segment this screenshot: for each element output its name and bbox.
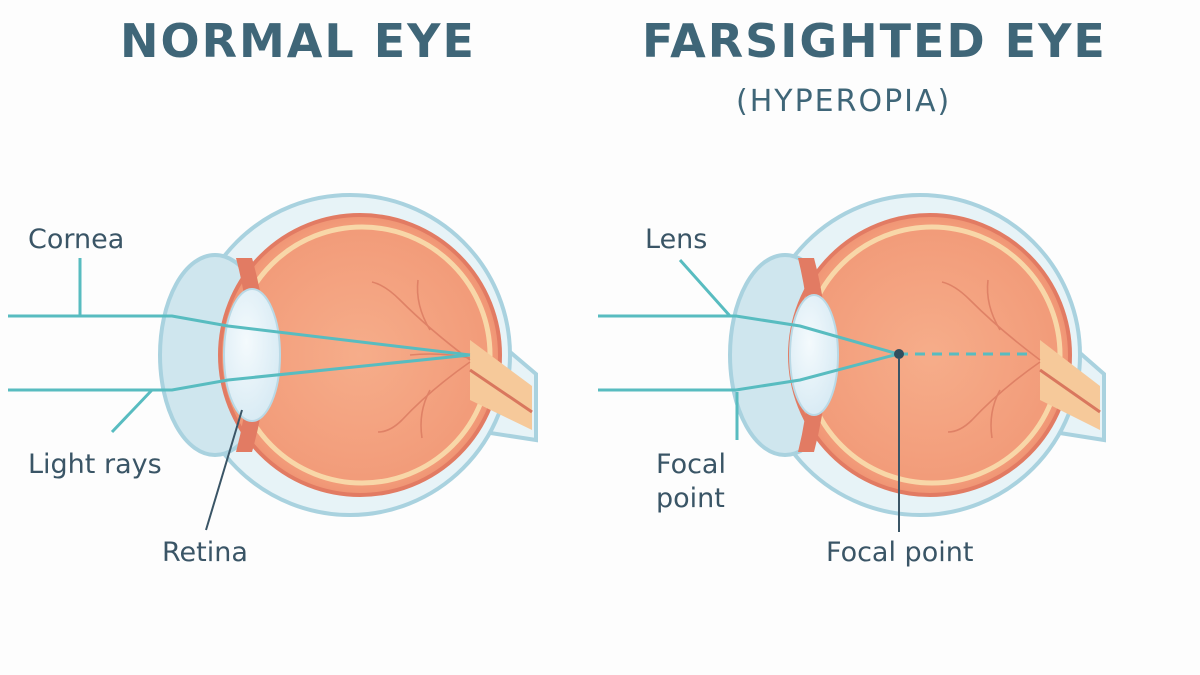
leader-lines: [678, 259, 900, 532]
optic-nerve-vessel: [469, 368, 533, 414]
retinal-vessels: [371, 279, 471, 439]
label-light-rays: Light rays: [28, 449, 162, 480]
label-cornea: Cornea: [28, 224, 125, 255]
lens: [789, 294, 839, 416]
light-rays: [8, 314, 471, 392]
label-focal-point-center: Focal point: [826, 537, 974, 568]
farsighted-eye-title: FARSIGHTED EYE: [642, 14, 1107, 68]
label-lens: Lens: [645, 224, 708, 255]
farsighted-eye-subtitle: (HYPEROPIA): [736, 84, 952, 119]
retinal-vessels: [941, 279, 1041, 439]
optic-nerve: [470, 340, 532, 430]
normal-eye-title: NORMAL EYE: [120, 14, 476, 68]
farsighted-eye: [598, 193, 1106, 532]
label-retina: Retina: [162, 537, 248, 568]
focal-point-dot: [894, 349, 904, 359]
eyeball: [218, 213, 502, 497]
light-rays: [598, 314, 899, 392]
optic-nerve: [1040, 340, 1100, 430]
leader-lines: [78, 258, 243, 531]
optic-nerve-vessel: [1039, 368, 1101, 414]
normal-eye: [8, 193, 538, 531]
lens: [223, 288, 281, 422]
label-focal-point-left: Focal point: [656, 449, 726, 514]
